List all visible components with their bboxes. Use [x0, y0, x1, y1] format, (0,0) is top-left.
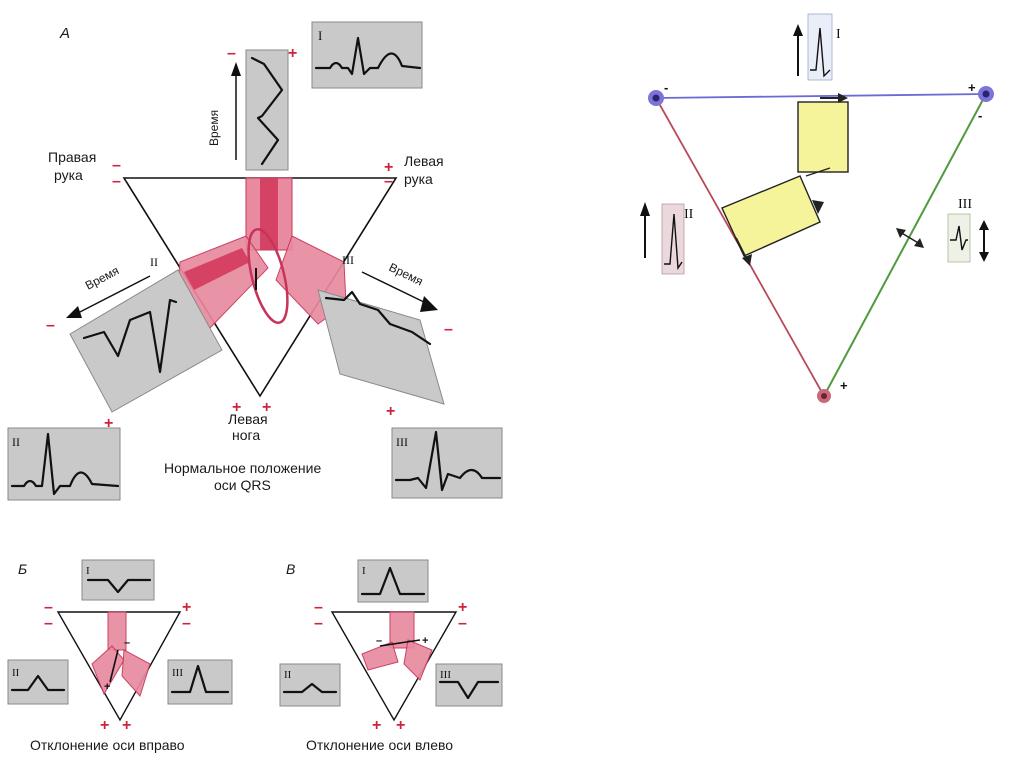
panel-b-minus-1: – — [44, 599, 53, 616]
panel-b-plus-1: + — [182, 599, 191, 616]
lead-i-ecg-tile: I — [311, 21, 423, 89]
lead-ii-ecg-label: II — [12, 435, 20, 449]
panel-c-lead-ii-label: II — [284, 669, 292, 681]
panel-c-plus-inner: + — [422, 635, 428, 647]
lead-i-ecg-label: I — [318, 28, 322, 43]
panel-b-lead-ii-label: II — [12, 667, 20, 679]
lead-ii-plus: + — [104, 415, 113, 432]
lead-iii-plus: + — [386, 403, 395, 420]
lead-ii-ecg-tile: II — [7, 427, 121, 501]
lead-i-axis-line — [655, 93, 987, 99]
right-arm-electrode-minus: - — [664, 80, 668, 95]
right-arm-minus-1: – — [112, 157, 121, 174]
einthoven-triangle-diagram: - + - + I — [640, 13, 994, 403]
lead-ii-mini-label: II — [684, 207, 694, 222]
panel-c-lead-iii-label: III — [440, 669, 451, 681]
lead-ii-minus: – — [46, 317, 55, 334]
lead-i-mini-label: I — [836, 27, 841, 42]
panel-c-plus-3: + — [372, 717, 381, 734]
left-arm-minus: – — [384, 173, 393, 190]
electrode-left-arm — [978, 86, 994, 102]
panel-b-lead-i-label: I — [86, 565, 90, 577]
lead-iii-strip-label: III — [342, 253, 354, 267]
panel-c-minus-3: – — [458, 615, 467, 632]
right-arm-minus-2: – — [112, 173, 121, 190]
panel-b-lead-iii-label: III — [172, 667, 183, 679]
lead-iii-mini-ecg: III — [947, 197, 989, 263]
left-arm-plus: + — [384, 159, 393, 176]
right-arm-label-2: рука — [54, 167, 83, 183]
panel-b-minus-inner: – — [124, 637, 130, 649]
panel-c-plus-1: + — [458, 599, 467, 616]
panel-b-minus-2: – — [44, 615, 53, 632]
lead-iii-ecg-tile: III — [391, 427, 503, 499]
panel-b-lead-iii-tile — [167, 659, 233, 705]
right-arm-label-1: Правая — [48, 149, 96, 165]
lead-i-plus: + — [288, 45, 297, 62]
panel-b-lead-ii-tile — [7, 659, 69, 705]
lead-iii-ecg-label: III — [396, 435, 408, 449]
panel-c-lead-i-label: I — [362, 565, 366, 577]
panel-c-lead-iii-tile — [435, 663, 503, 707]
panel-c: В I – + – – + – II III + + Отклонение ос… — [279, 559, 503, 753]
lead-i-minus: – — [227, 45, 236, 62]
lead-i-mini-ecg: I — [793, 13, 841, 81]
panel-b-plus-3: + — [100, 717, 109, 734]
panel-b-plus-4: + — [122, 717, 131, 734]
panel-a-caption-2: оси QRS — [214, 477, 271, 493]
lead-iii-axis-marker — [896, 228, 924, 248]
lead-i-time-label: Время — [207, 110, 221, 146]
panel-c-plus-4: + — [396, 717, 405, 734]
lead-ii-strip-label: II — [150, 255, 158, 269]
lead-i-projection-box — [797, 93, 849, 173]
panel-c-minus-1: – — [314, 599, 323, 616]
panel-c-lead-i-tile — [357, 559, 429, 603]
left-arm-label-1: Левая — [404, 153, 444, 169]
panel-c-minus-inner: – — [376, 635, 382, 647]
panel-a-letter: А — [59, 25, 70, 42]
lead-iii-minus: – — [444, 321, 453, 338]
left-leg-label-2: нога — [232, 427, 260, 443]
lead-iii-mini-label: III — [958, 197, 972, 212]
panel-b: Б I – + – – + – II III + + Отклонение ос… — [7, 559, 233, 753]
left-arm-electrode-plus: + — [968, 80, 976, 95]
panel-a-caption-1: Нормальное положение — [164, 460, 321, 476]
lead-iii-axis-line — [823, 93, 987, 397]
left-leg-plus-2: + — [262, 399, 271, 416]
left-leg-label-1: Левая — [228, 411, 268, 427]
lead-i-time-strip: Время – + — [207, 45, 297, 171]
left-leg-electrode-plus: + — [840, 378, 848, 393]
panel-c-letter: В — [286, 561, 295, 577]
electrode-right-arm — [648, 90, 664, 106]
left-arm-electrode-minus: - — [978, 108, 982, 123]
lead-ii-projection-box — [721, 167, 831, 266]
electrode-left-leg — [817, 389, 831, 403]
panel-c-caption: Отклонение оси влево — [306, 737, 453, 753]
panel-b-caption: Отклонение оси вправо — [30, 737, 185, 753]
panel-b-letter: Б — [18, 561, 27, 577]
qrs-vector-bands — [175, 177, 347, 331]
lead-ii-mini-ecg: II — [640, 202, 694, 275]
panel-a: А I Время – + — [7, 21, 503, 501]
lead-iii-time-label: Время — [387, 260, 426, 288]
panel-b-minus-3: – — [182, 615, 191, 632]
lead-ii-time-label: Время — [83, 263, 121, 292]
panel-c-minus-2: – — [314, 615, 323, 632]
panel-b-plus-inner: + — [104, 681, 110, 693]
left-leg-plus-1: + — [232, 399, 241, 416]
left-arm-label-2: рука — [404, 171, 433, 187]
